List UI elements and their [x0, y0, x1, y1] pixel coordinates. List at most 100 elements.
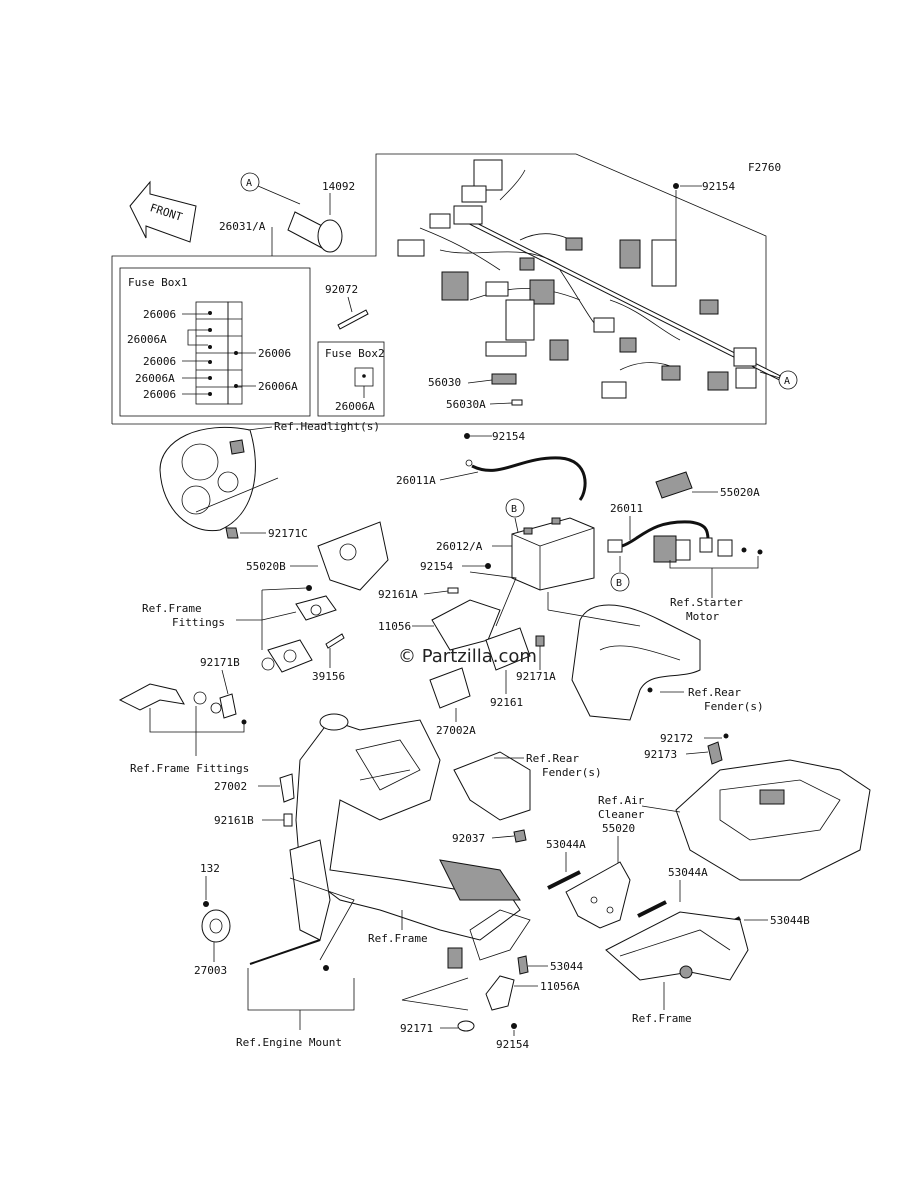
- ref-starter-a: Ref.Starter: [670, 596, 743, 609]
- battery-26012A: 26012/A: [436, 517, 595, 591]
- part-132: 132: [200, 862, 220, 875]
- callout-a-right: A: [759, 370, 798, 390]
- part-53044A-1: 53044A: [546, 838, 586, 890]
- svg-text:39156: 39156: [312, 670, 345, 683]
- part-26031A: 26031/A: [219, 220, 266, 233]
- svg-text:14092: 14092: [322, 180, 355, 193]
- part-92154-b: 92154: [420, 560, 491, 573]
- frame-fittings-upper: Ref.Frame Fittings: [142, 585, 337, 673]
- svg-text:B: B: [616, 578, 622, 589]
- harness-group-border: [111, 153, 767, 425]
- part-92172: 92172: [660, 732, 729, 745]
- part-27003: 27003: [194, 964, 227, 977]
- svg-text:92154: 92154: [702, 180, 735, 193]
- main-wiring-harness: [397, 159, 782, 399]
- ref-frame-fittings-1b: Fittings: [172, 616, 225, 629]
- svg-text:53044A: 53044A: [668, 866, 708, 879]
- svg-text:26011: 26011: [610, 502, 643, 515]
- svg-text:A: A: [246, 178, 252, 189]
- part-92154-bottom: 92154: [496, 1023, 529, 1051]
- part-39156: 39156: [312, 633, 345, 683]
- ref-starter-b: Motor: [686, 610, 719, 623]
- svg-text:27002A: 27002A: [436, 724, 476, 737]
- part-56030A: 56030A: [446, 398, 523, 411]
- svg-text:55020A: 55020A: [720, 486, 760, 499]
- svg-text:56030A: 56030A: [446, 398, 486, 411]
- part-92161: 92161: [485, 627, 531, 709]
- ref-air-cleaner-a: Ref.Air: [598, 794, 645, 807]
- fuse-label-right-1: 26006: [258, 347, 291, 360]
- main-frame: Ref.Frame: [289, 713, 531, 969]
- part-92154-mid: 92154: [492, 430, 525, 443]
- ref-rear-fender-2a: Ref.Rear: [526, 752, 579, 765]
- svg-text:55020: 55020: [602, 822, 635, 835]
- rear-fender-assembly: Ref.Rear Fender(s): [547, 592, 764, 721]
- svg-text:92161B: 92161B: [214, 814, 254, 827]
- svg-text:27002: 27002: [214, 780, 247, 793]
- fuse-box-1-title: Fuse Box1: [128, 276, 188, 289]
- callout-a-left: A: [240, 172, 301, 205]
- engine-mount-ref: Ref.Engine Mount: [236, 877, 355, 1049]
- svg-text:92171C: 92171C: [268, 527, 308, 540]
- svg-text:92172: 92172: [660, 732, 693, 745]
- part-55020: 55020: [565, 822, 635, 929]
- figure-code: F2760: [748, 161, 781, 174]
- svg-text:92037: 92037: [452, 832, 485, 845]
- svg-text:55020B: 55020B: [246, 560, 286, 573]
- part-27002A: 27002A: [429, 667, 476, 737]
- part-56030: 56030: [428, 373, 517, 389]
- frame-fittings-lower: 92171B Ref.Frame Fittings: [118, 656, 249, 775]
- air-cleaner: Ref.Air Cleaner: [598, 759, 871, 881]
- part-92154-top: 92154: [673, 180, 735, 262]
- part-92037: 92037: [452, 829, 527, 845]
- fuse-box-1: Fuse Box1 26006 26006A 26006 26006A 2600…: [119, 267, 311, 417]
- svg-text:26011A: 26011A: [396, 474, 436, 487]
- part-92161A: 92161A: [378, 587, 459, 601]
- rear-frame: Ref.Frame: [605, 911, 749, 1025]
- part-92072: 92072: [325, 283, 369, 330]
- part-53044: 53044: [517, 955, 583, 975]
- part-92171: 92171: [400, 1020, 475, 1035]
- part-11056: 11056: [378, 571, 517, 651]
- part-27002: 27002: [214, 773, 295, 803]
- callout-b-1: B: [505, 498, 525, 533]
- part-14092: 14092: [287, 180, 355, 253]
- ref-frame-fittings-2: Ref.Frame Fittings: [130, 762, 249, 775]
- ref-air-cleaner-b: Cleaner: [598, 808, 645, 821]
- svg-text:53044A: 53044A: [546, 838, 586, 851]
- part-26011: 26011 Ref.Starter Motor: [607, 502, 763, 623]
- ref-rear-fender-1a: Ref.Rear: [688, 686, 741, 699]
- svg-text:92154: 92154: [496, 1038, 529, 1051]
- svg-text:53044: 53044: [550, 960, 583, 973]
- ref-rear-fender-2b: Fender(s): [542, 766, 602, 779]
- fuse-box-2: Fuse Box2 26006A: [317, 341, 385, 417]
- horn-assembly: 132 27003: [194, 862, 231, 977]
- front-arrow: FRONT: [129, 180, 197, 243]
- part-92173: 92173: [644, 741, 723, 765]
- part-92171B: 92171B: [200, 656, 240, 669]
- ref-frame-fittings-1a: Ref.Frame: [142, 602, 202, 615]
- ref-rear-fender-1b: Fender(s): [704, 700, 764, 713]
- part-55020A: 55020A: [655, 471, 760, 499]
- svg-text:92154: 92154: [420, 560, 453, 573]
- part-92171A: 92171A: [516, 635, 556, 683]
- fuse-label-left-2: 26006A: [127, 333, 167, 346]
- rear-fender-bracket: Ref.Rear Fender(s): [453, 751, 602, 821]
- svg-text:92161: 92161: [490, 696, 523, 709]
- callout-b-2: B: [610, 556, 630, 592]
- fuse-label-left-4: 26006A: [135, 372, 175, 385]
- ref-frame-1: Ref.Frame: [368, 932, 428, 945]
- ref-headlight: Ref.Headlight(s): [274, 420, 380, 433]
- part-92161B: 92161B: [214, 813, 293, 827]
- part-53044A-2: 53044A: [637, 866, 708, 918]
- ref-engine-mount: Ref.Engine Mount: [236, 1036, 342, 1049]
- svg-text:92161A: 92161A: [378, 588, 418, 601]
- fuse-label-left-1: 26006: [143, 308, 176, 321]
- part-92171C: 92171C: [225, 527, 308, 540]
- svg-text:26012/A: 26012/A: [436, 540, 483, 553]
- part-55020B: 55020B: [246, 521, 389, 591]
- fuse-label-right-2: 26006A: [258, 380, 298, 393]
- fuse-label-left-3: 26006: [143, 355, 176, 368]
- svg-text:92173: 92173: [644, 748, 677, 761]
